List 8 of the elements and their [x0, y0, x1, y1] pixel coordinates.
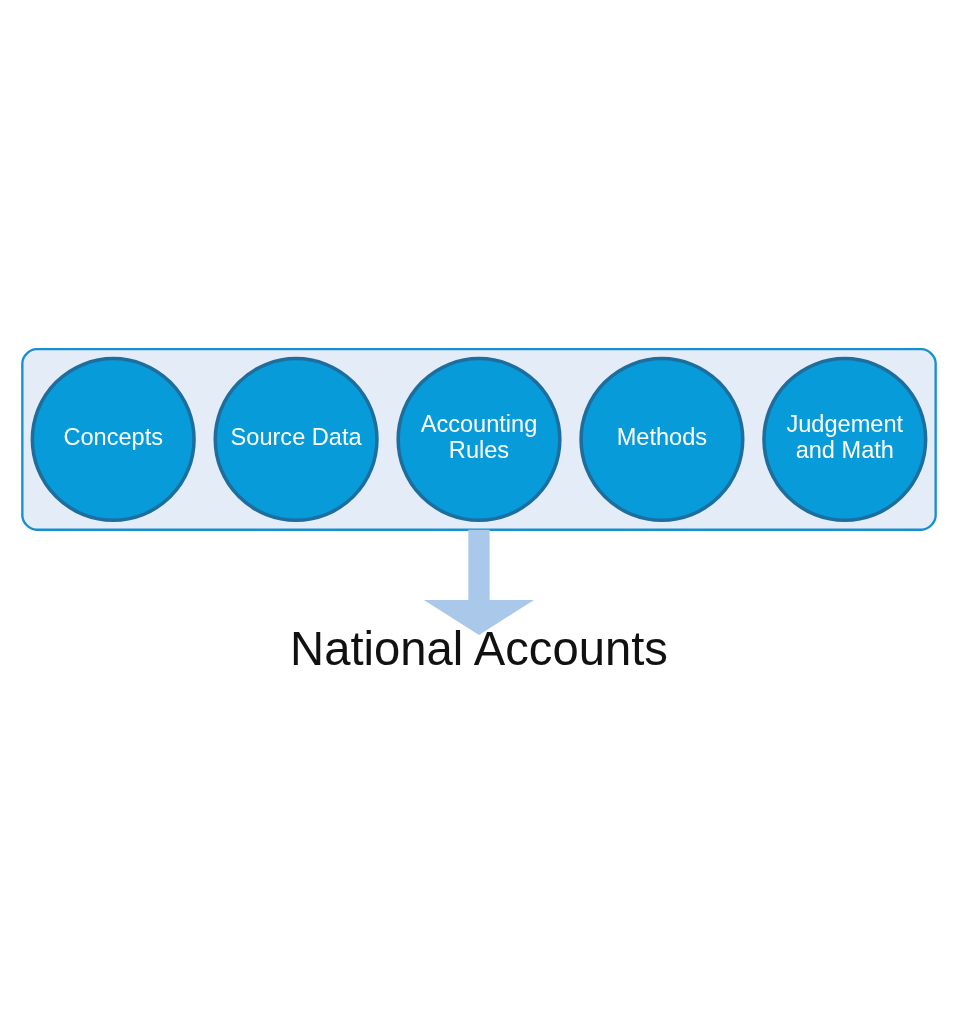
node-circle: Judgement and Math	[762, 356, 928, 522]
node-text: National Accounts	[290, 621, 668, 675]
arrow	[423, 529, 535, 635]
node-circle: Methods	[579, 356, 745, 522]
node-circle: Source Data	[213, 356, 379, 522]
node-circle: Concepts	[30, 356, 196, 522]
cluster	[21, 347, 937, 531]
node-circle: Accounting Rules	[396, 356, 562, 522]
